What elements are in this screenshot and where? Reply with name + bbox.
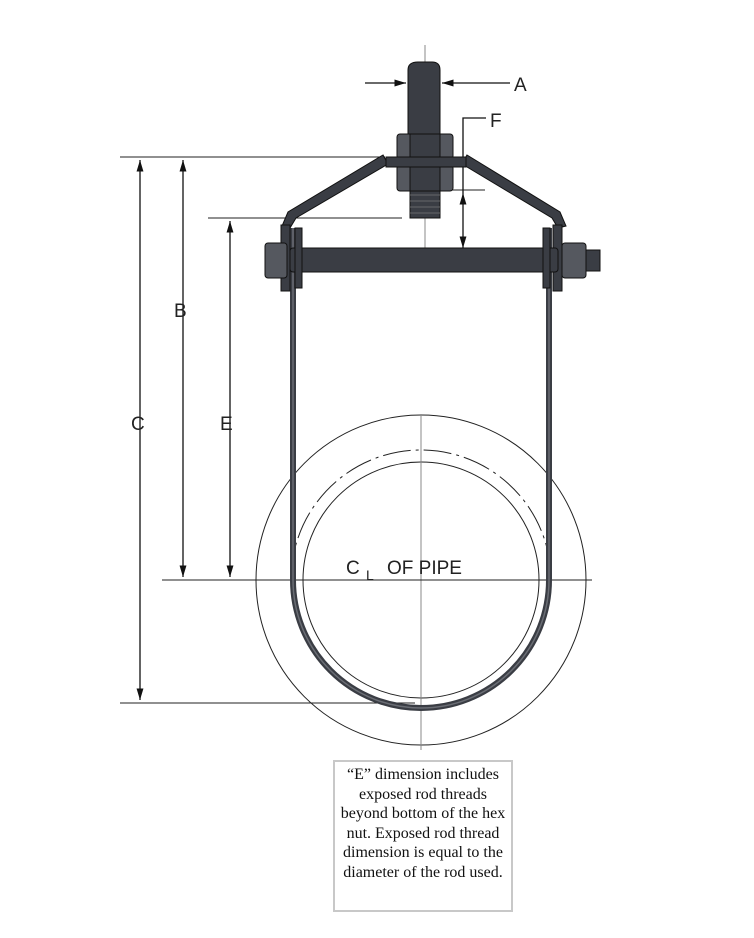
centerline-symbol-c: C (346, 558, 360, 579)
note-box: “E” dimension includes exposed rod threa… (333, 760, 513, 912)
cross-bolt (264, 227, 601, 289)
hex-nuts (385, 133, 467, 192)
label-e: E (220, 414, 233, 435)
label-b: B (174, 301, 187, 322)
hanger-rod (407, 61, 441, 219)
label-f: F (490, 111, 502, 132)
label-a: A (514, 75, 527, 96)
label-c: C (131, 414, 145, 435)
extension-lines (120, 156, 592, 704)
dimension-lines (136, 79, 510, 700)
centerline-text: OF PIPE (387, 558, 462, 579)
centerline-symbol-l: L (366, 567, 374, 583)
